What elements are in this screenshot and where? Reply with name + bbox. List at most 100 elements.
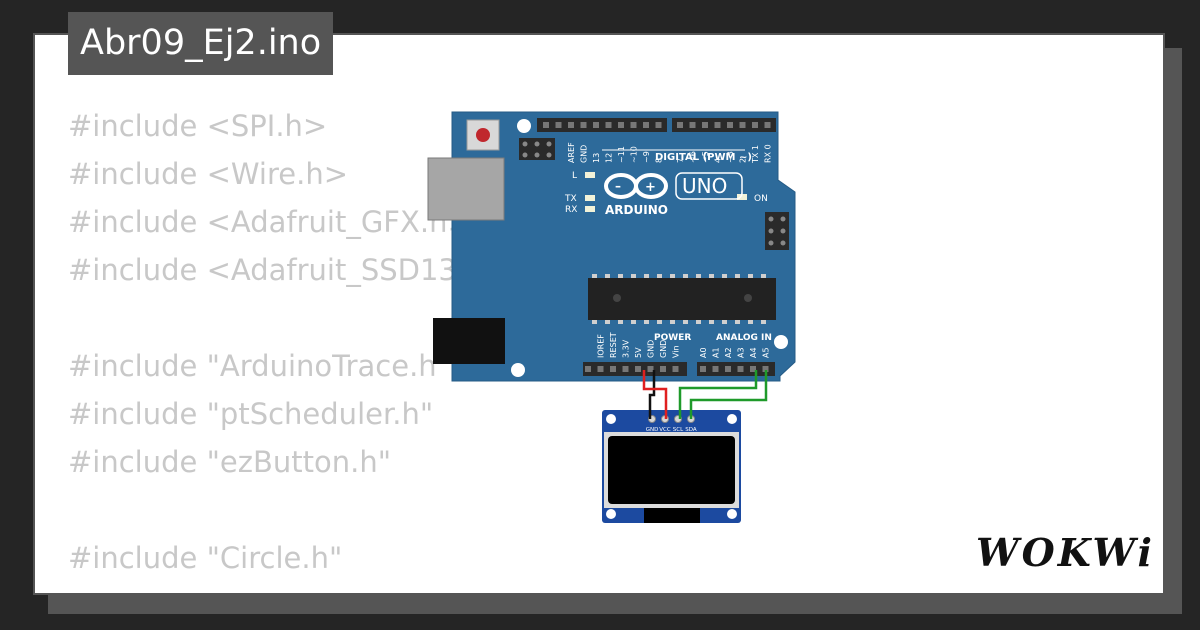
header-pin[interactable] — [655, 122, 662, 128]
header-pin[interactable] — [580, 122, 587, 128]
header-pin[interactable] — [677, 122, 683, 128]
header-pin[interactable] — [660, 366, 666, 372]
tx-led — [585, 195, 595, 201]
mounting-hole — [727, 509, 737, 519]
oled-pin-label: SDA — [685, 427, 697, 433]
header-pin[interactable] — [752, 122, 758, 128]
mounting-hole — [511, 363, 525, 377]
chip-pin — [735, 320, 740, 324]
header-pin[interactable] — [739, 122, 746, 128]
minus-symbol: – — [615, 179, 621, 193]
header-pin[interactable] — [700, 366, 706, 372]
chip-pin — [761, 320, 766, 324]
header-pin[interactable] — [635, 366, 641, 372]
arduino-infinity-logo — [604, 173, 668, 199]
code-line: #include "Circle.h" — [68, 541, 343, 575]
code-line: #include <SPI.h> — [68, 109, 328, 143]
header-pin[interactable] — [714, 122, 721, 128]
digital-header-right[interactable] — [672, 118, 776, 132]
bottom-pin-label: 5V — [634, 347, 643, 358]
chip-pin — [761, 274, 766, 278]
bottom-pin-label: A3 — [737, 347, 746, 358]
header-pin[interactable] — [543, 122, 549, 128]
bottom-pin-label: A1 — [712, 347, 721, 358]
oled-ribbon — [644, 508, 700, 523]
header-pin[interactable] — [555, 122, 562, 128]
bottom-pin-label: Vin — [672, 345, 681, 358]
header-pin[interactable] — [622, 366, 629, 372]
header-pin[interactable] — [630, 122, 637, 128]
header-pin[interactable] — [762, 366, 769, 372]
top-pin-label: ~9 — [642, 151, 651, 163]
usb-connector — [427, 157, 505, 221]
mounting-hole — [727, 414, 737, 424]
chip-pin — [722, 274, 727, 278]
header-pin[interactable] — [750, 366, 756, 372]
reset-button-cap[interactable] — [476, 128, 490, 142]
top-pin-label: ~5 — [701, 151, 710, 163]
chip-pin — [631, 320, 636, 324]
mounting-hole — [517, 119, 531, 133]
chip-pin — [605, 274, 610, 278]
top-pin-label: GND — [580, 145, 589, 163]
top-pin-label: ~3 — [726, 151, 735, 163]
wire-gnd — [648, 370, 656, 419]
chip-pin — [618, 274, 623, 278]
chip-pin — [644, 274, 649, 278]
chip-pin — [631, 274, 636, 278]
chip-pin — [748, 320, 753, 324]
top-pin-label: ~6 — [689, 151, 698, 163]
header-pin[interactable] — [610, 366, 616, 372]
oled-screen — [608, 436, 735, 504]
header-pin[interactable] — [647, 366, 654, 372]
l-led-label: L — [572, 171, 577, 181]
code-line: #include <Wire.h> — [68, 157, 349, 191]
mounting-hole — [606, 414, 616, 424]
code-line: #include "ezButton.h" — [68, 445, 392, 479]
top-pin-label: ~11 — [617, 146, 626, 163]
atmega-chip — [588, 274, 776, 324]
digital-header-left[interactable] — [537, 118, 667, 132]
header-pin[interactable] — [737, 366, 744, 372]
header-pin[interactable] — [643, 122, 649, 128]
bottom-pin-label: A5 — [762, 347, 771, 358]
header-pin[interactable] — [727, 122, 733, 128]
chip-pin — [709, 320, 714, 324]
chip-pin — [644, 320, 649, 324]
header-pin[interactable] — [597, 366, 604, 372]
bottom-pin-label: GND — [647, 340, 656, 358]
board-brand: ARDUINO — [605, 203, 668, 217]
bottom-pin-label: IOREF — [597, 334, 606, 358]
header-pin[interactable] — [672, 366, 679, 372]
header-pin[interactable] — [618, 122, 624, 128]
chip-pin — [722, 320, 727, 324]
rx-led — [585, 206, 595, 212]
project-filename[interactable]: Abr09_Ej2.ino — [68, 12, 334, 75]
power-jack — [433, 318, 505, 364]
chip-pin — [683, 274, 688, 278]
header-pin[interactable] — [702, 122, 708, 128]
header-pin[interactable] — [605, 122, 612, 128]
header-pin[interactable] — [712, 366, 719, 372]
header-pin[interactable] — [764, 122, 771, 128]
chip-pin — [657, 320, 662, 324]
header-pin[interactable] — [689, 122, 696, 128]
header-pin[interactable] — [593, 122, 599, 128]
chip-pin — [748, 274, 753, 278]
bottom-pin-label: A0 — [699, 347, 708, 358]
header-pin[interactable] — [585, 366, 591, 372]
header-pin[interactable] — [568, 122, 574, 128]
code-line: #include "ptScheduler.h" — [68, 397, 434, 431]
digital-label: DIGITAL (PWM ~) — [655, 152, 752, 163]
chip-pin — [618, 320, 623, 324]
analog-label: ANALOG IN — [716, 333, 772, 343]
top-pin-label: AREF — [567, 142, 576, 163]
chip-pin — [696, 274, 701, 278]
chip-pin — [670, 320, 675, 324]
top-pin-label: 7 — [676, 158, 685, 163]
header-pin[interactable] — [725, 366, 731, 372]
top-pin-label: 8 — [655, 158, 664, 163]
l-led — [585, 172, 595, 178]
